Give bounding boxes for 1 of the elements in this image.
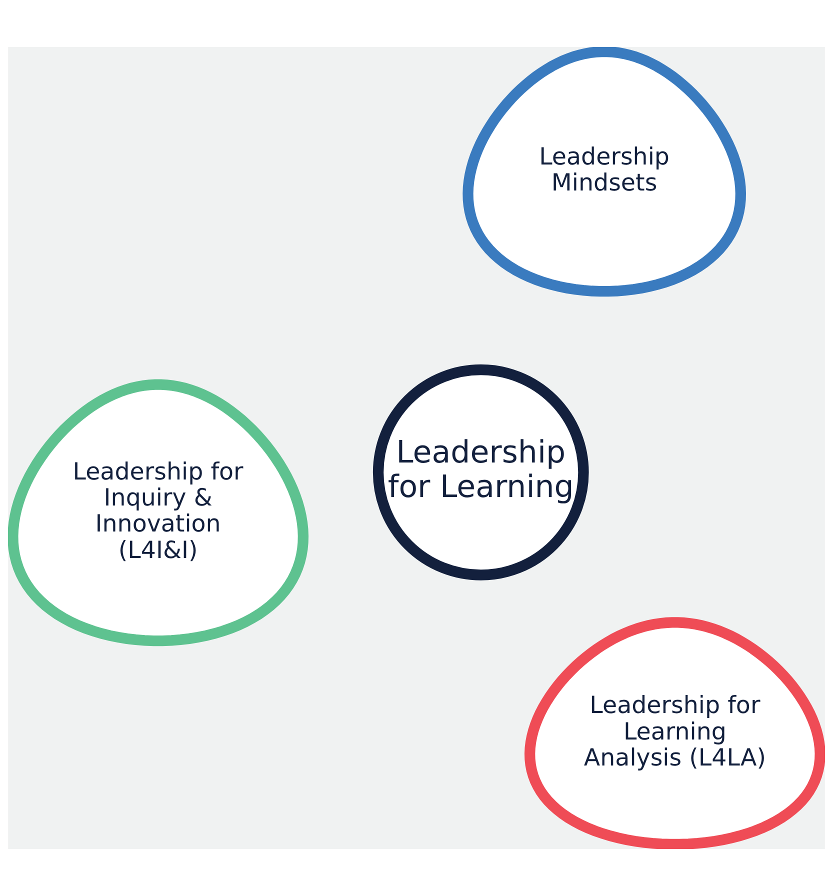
node-circle: Leadership for Learning bbox=[372, 364, 589, 580]
